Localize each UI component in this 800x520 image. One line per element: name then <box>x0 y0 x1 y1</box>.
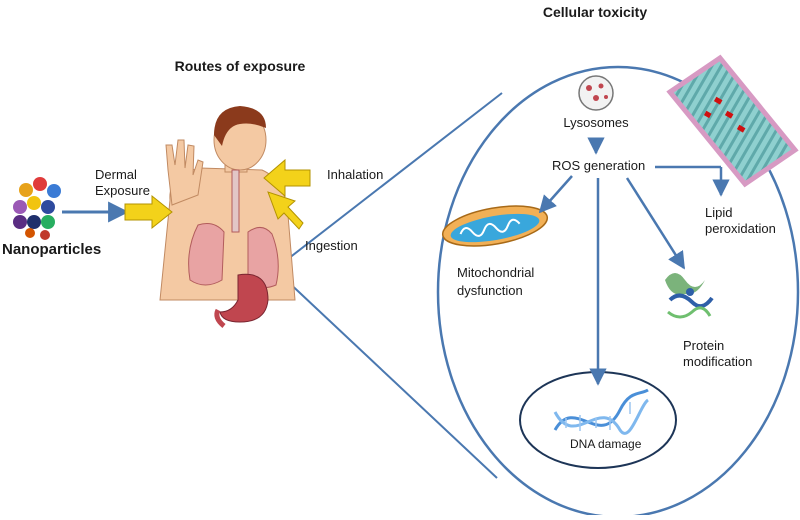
ingestion-label: Ingestion <box>305 238 358 253</box>
dermal-label-line2: Exposure <box>95 183 150 198</box>
ingestion-arrow-icon <box>267 191 304 230</box>
mitochondrion-icon <box>441 205 549 247</box>
nanoparticles-icon <box>13 177 61 240</box>
protein-label-line1: Protein <box>683 338 725 353</box>
cellular-toxicity-title: Cellular toxicity <box>542 4 648 20</box>
membrane-icon <box>666 54 799 188</box>
lipid-label-line1: Lipid <box>705 205 733 220</box>
ros-label: ROS generation <box>552 158 646 173</box>
dna-damage-label: DNA damage <box>570 437 642 451</box>
lysosomes-label: Lysosomes <box>563 115 629 130</box>
routes-title: Routes of exposure <box>174 58 306 74</box>
mito-label-line1: Mitochondrial <box>457 265 535 280</box>
inhalation-arrow-icon <box>263 158 311 198</box>
dermal-label-line1: Dermal <box>95 167 137 182</box>
dna-helix-icon <box>553 388 650 435</box>
mito-label-line2: dysfunction <box>457 283 523 298</box>
protein-icon <box>665 273 714 319</box>
arrow-ros-to-protein <box>625 177 686 270</box>
lysosome-icon <box>578 75 614 111</box>
protein-label-line2: modification <box>683 354 753 369</box>
inhalation-label: Inhalation <box>327 167 384 182</box>
arrow-ros-to-mito <box>538 175 573 214</box>
zoom-line-lower <box>283 277 498 479</box>
lipid-label-line2: peroxidation <box>705 221 776 236</box>
human-figure-icon <box>159 106 296 328</box>
zoom-line-upper <box>283 92 503 263</box>
dermal-arrow-icon <box>124 194 173 230</box>
nanoparticles-label: Nanoparticles <box>2 241 102 258</box>
